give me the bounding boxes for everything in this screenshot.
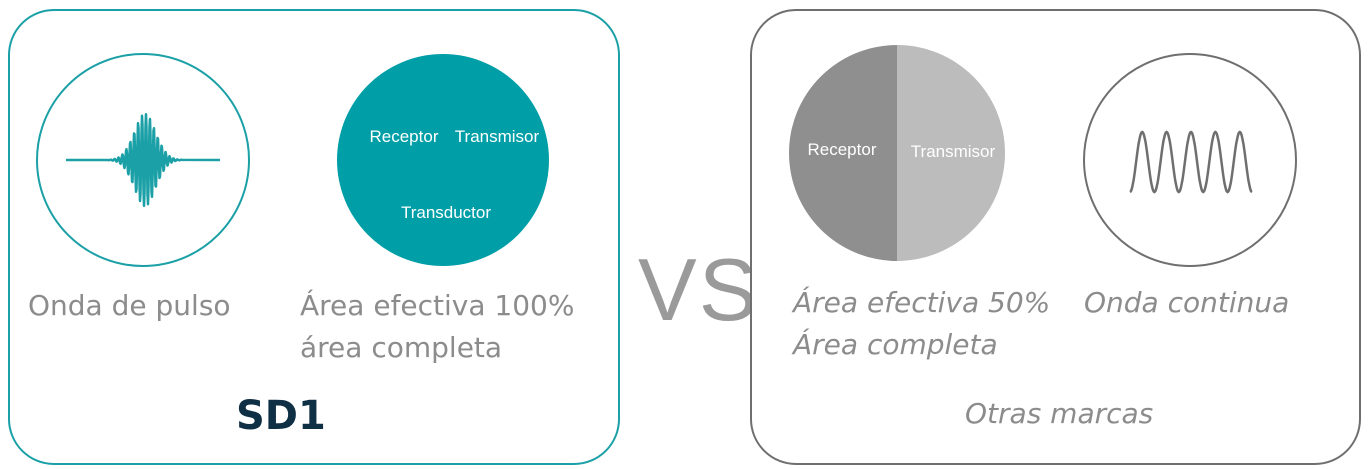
pulse-wave-caption: Onda de pulso xyxy=(28,289,231,322)
transducer-receptor-label: Receptor xyxy=(370,127,439,146)
other-brands-label: Otras marcas xyxy=(965,397,1154,430)
full-area-caption-line1: Área efectiva 100% xyxy=(300,289,575,322)
pulse-wave-icon xyxy=(36,53,250,267)
half-area-caption-line2: Área completa xyxy=(793,328,998,361)
sd1-brand-label: SD1 xyxy=(236,393,326,439)
full-area-caption-line2: área completa xyxy=(300,331,503,364)
transducer-label: Transductor xyxy=(401,203,491,222)
transducer-transmisor-label: Transmisor xyxy=(455,127,540,146)
versus-label: VS xyxy=(638,240,760,339)
half-area-caption-line1: Área efectiva 50% xyxy=(793,286,1051,319)
continuous-wave-caption: Onda continua xyxy=(1084,286,1290,319)
transducer-full-area-icon: Receptor Transmisor Transductor xyxy=(337,54,549,266)
